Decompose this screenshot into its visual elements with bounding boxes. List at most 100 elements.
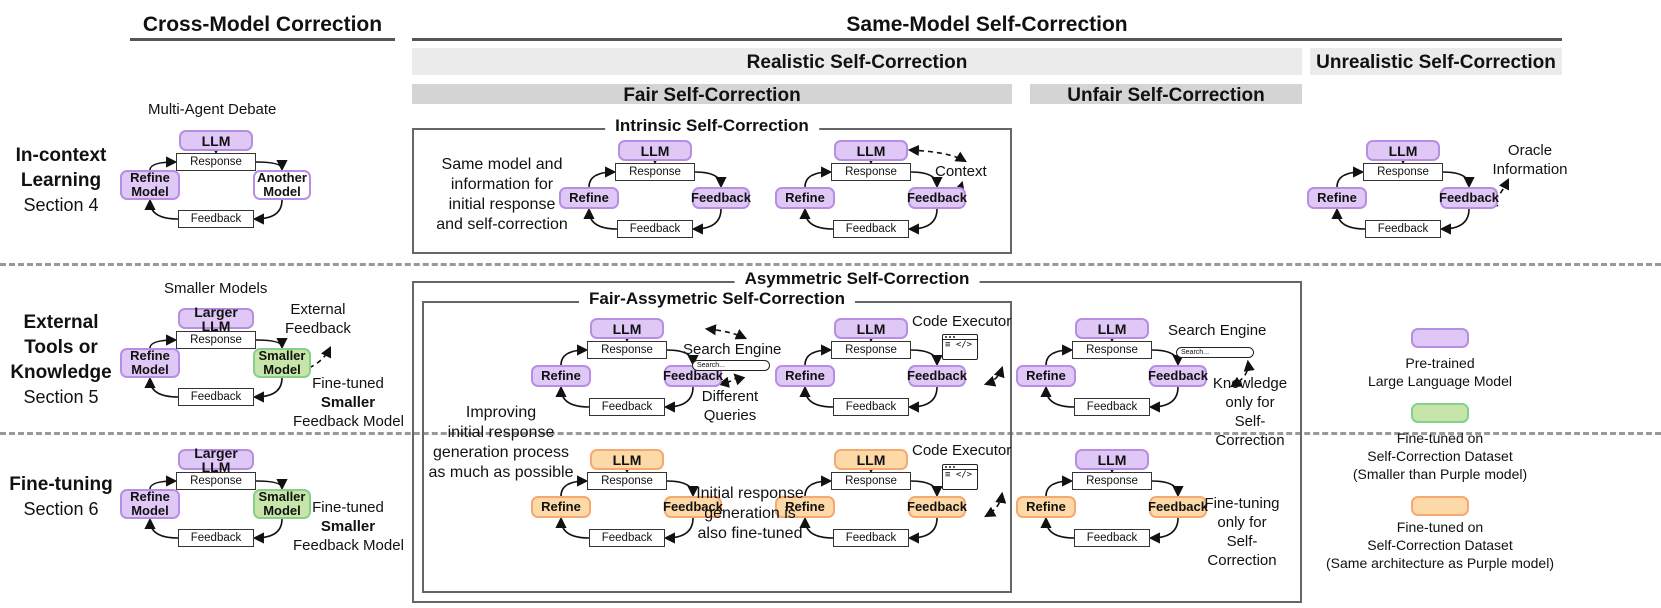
code-executor-label-2: Code Executor xyxy=(912,442,1012,459)
feedback-node: Feedback xyxy=(1148,496,1208,518)
response-box: Response xyxy=(176,331,256,349)
ft-line-bold: Smaller xyxy=(320,518,376,535)
search-input[interactable]: Search... xyxy=(692,360,770,371)
feedback-node: Feedback xyxy=(663,496,723,518)
cycle-arrow xyxy=(799,385,834,408)
cycle-arrow xyxy=(663,517,694,544)
cycle-arrow xyxy=(1331,207,1366,230)
oracle-label: Oracle Information xyxy=(1492,142,1568,178)
response-box: Response xyxy=(831,341,911,359)
cycle-arrow xyxy=(691,208,722,235)
improving-label: Improving initial response generation pr… xyxy=(428,404,574,481)
feedback-box: Feedback xyxy=(1074,529,1150,547)
cycle-arrow xyxy=(694,171,727,189)
response-box: Response xyxy=(176,472,256,490)
different-queries-label: Different Queries xyxy=(701,388,759,424)
search-input-2[interactable]: Search... xyxy=(1176,347,1254,358)
cycle-arrow xyxy=(910,171,943,189)
llm-node: LLM xyxy=(834,449,908,470)
fair-heading: Fair Self-Correction xyxy=(623,85,801,106)
cycle-arrow xyxy=(149,156,178,171)
cycle-arrow xyxy=(907,208,938,235)
larger-llm-node: Larger LLM xyxy=(178,446,254,474)
cycle-arrow xyxy=(1040,385,1075,408)
row-section: Section 4 xyxy=(23,195,99,215)
feedback-box: Feedback xyxy=(617,220,693,238)
code-executor-icon: ≡ </> xyxy=(942,334,978,360)
refine-model-node: Refine Model xyxy=(120,489,180,519)
realistic-bar: Realistic Self-Correction xyxy=(412,48,1302,75)
llm-node: LLM xyxy=(618,140,692,161)
feedback-box: Feedback xyxy=(178,529,254,547)
smaller-model-node: Smaller Model xyxy=(253,348,311,378)
cross-model-underline xyxy=(130,38,395,41)
cycle-arrow xyxy=(907,517,938,544)
asymmetric-frame-title: Asymmetric Self-Correction xyxy=(734,269,980,289)
cycle-arrow xyxy=(1439,208,1470,235)
intrinsic-frame-title: Intrinsic Self-Correction xyxy=(605,116,819,136)
row-title-line: External xyxy=(23,312,99,333)
finetuned-smaller-label: Fine-tuned Smaller Feedback Model xyxy=(293,374,404,431)
feedback-box: Feedback xyxy=(589,529,665,547)
row-in-context: In-context Learning Section 4 xyxy=(0,143,122,218)
feedback-node: Feedback xyxy=(691,187,751,209)
cycle-arrow xyxy=(666,480,699,498)
response-box: Response xyxy=(831,472,911,490)
refine-node: Refine xyxy=(1307,187,1367,209)
cycle-arrow xyxy=(252,377,283,403)
ft-line: Fine-tuned xyxy=(312,375,384,392)
legend-text-purple: Pre-trained Large Language Model xyxy=(1367,355,1512,389)
response-box: Response xyxy=(176,153,256,171)
refine-node: Refine xyxy=(775,187,835,209)
cycle-arrow xyxy=(252,518,283,544)
refine-node: Refine xyxy=(775,365,835,387)
cycle-arrow xyxy=(1040,516,1075,539)
legend-swatch-green xyxy=(1411,403,1469,423)
row-title-line: Learning xyxy=(20,170,102,191)
cycle-arrow xyxy=(910,480,943,498)
another-model-node: Another Model xyxy=(253,170,311,200)
ft-line: Feedback Model xyxy=(293,413,404,430)
realistic-heading: Realistic Self-Correction xyxy=(746,52,968,73)
feedback-box: Feedback xyxy=(589,398,665,416)
same-model-underline xyxy=(412,38,1562,41)
cycle-arrow xyxy=(255,338,288,350)
feedback-node: Feedback xyxy=(1439,187,1499,209)
code-executor-label: Code Executor xyxy=(912,313,1012,330)
llm-node: LLM xyxy=(590,318,664,339)
code-executor-icon-2: ≡ </> xyxy=(942,464,978,490)
search-placeholder: Search... xyxy=(1181,349,1210,356)
refine-node: Refine xyxy=(559,187,619,209)
cycle-arrow xyxy=(1045,475,1074,497)
search-placeholder: Search... xyxy=(697,362,726,369)
unrealistic-bar: Unrealistic Self-Correction xyxy=(1310,48,1562,75)
cycle-arrow xyxy=(804,166,833,188)
cycle-arrow xyxy=(252,199,283,225)
finetuned-smaller-label-2: Fine-tuned Smaller Feedback Model xyxy=(293,498,404,555)
feedback-box: Feedback xyxy=(833,220,909,238)
cycle-arrow xyxy=(144,376,179,398)
row-fine-tuning: Fine-tuning Section 6 xyxy=(0,472,122,522)
legend-swatch-orange xyxy=(1411,496,1469,516)
ft-line: Feedback Model xyxy=(293,537,404,554)
cycle-arrow xyxy=(560,344,589,366)
search-engine-label-2: Search Engine xyxy=(1168,322,1267,339)
cycle-arrow xyxy=(1442,171,1475,189)
llm-node: LLM xyxy=(1075,318,1149,339)
row-title-line: Tools or xyxy=(24,337,98,358)
cycle-arrow xyxy=(804,344,833,366)
cycle-arrow xyxy=(804,475,833,497)
ft-line-bold: Smaller xyxy=(320,394,376,411)
response-box: Response xyxy=(1363,163,1443,181)
row-title-line: In-context xyxy=(15,145,107,166)
cycle-arrow xyxy=(560,475,589,497)
feedback-node: Feedback xyxy=(1148,365,1208,387)
feedback-box: Feedback xyxy=(833,529,909,547)
cycle-arrow xyxy=(799,516,834,539)
cycle-arrow xyxy=(1148,386,1179,413)
response-box: Response xyxy=(831,163,911,181)
feedback-box: Feedback xyxy=(178,210,254,228)
legend-text-green: Fine-tuned on Self-Correction Dataset (S… xyxy=(1352,430,1528,482)
refine-node: Refine xyxy=(1016,365,1076,387)
